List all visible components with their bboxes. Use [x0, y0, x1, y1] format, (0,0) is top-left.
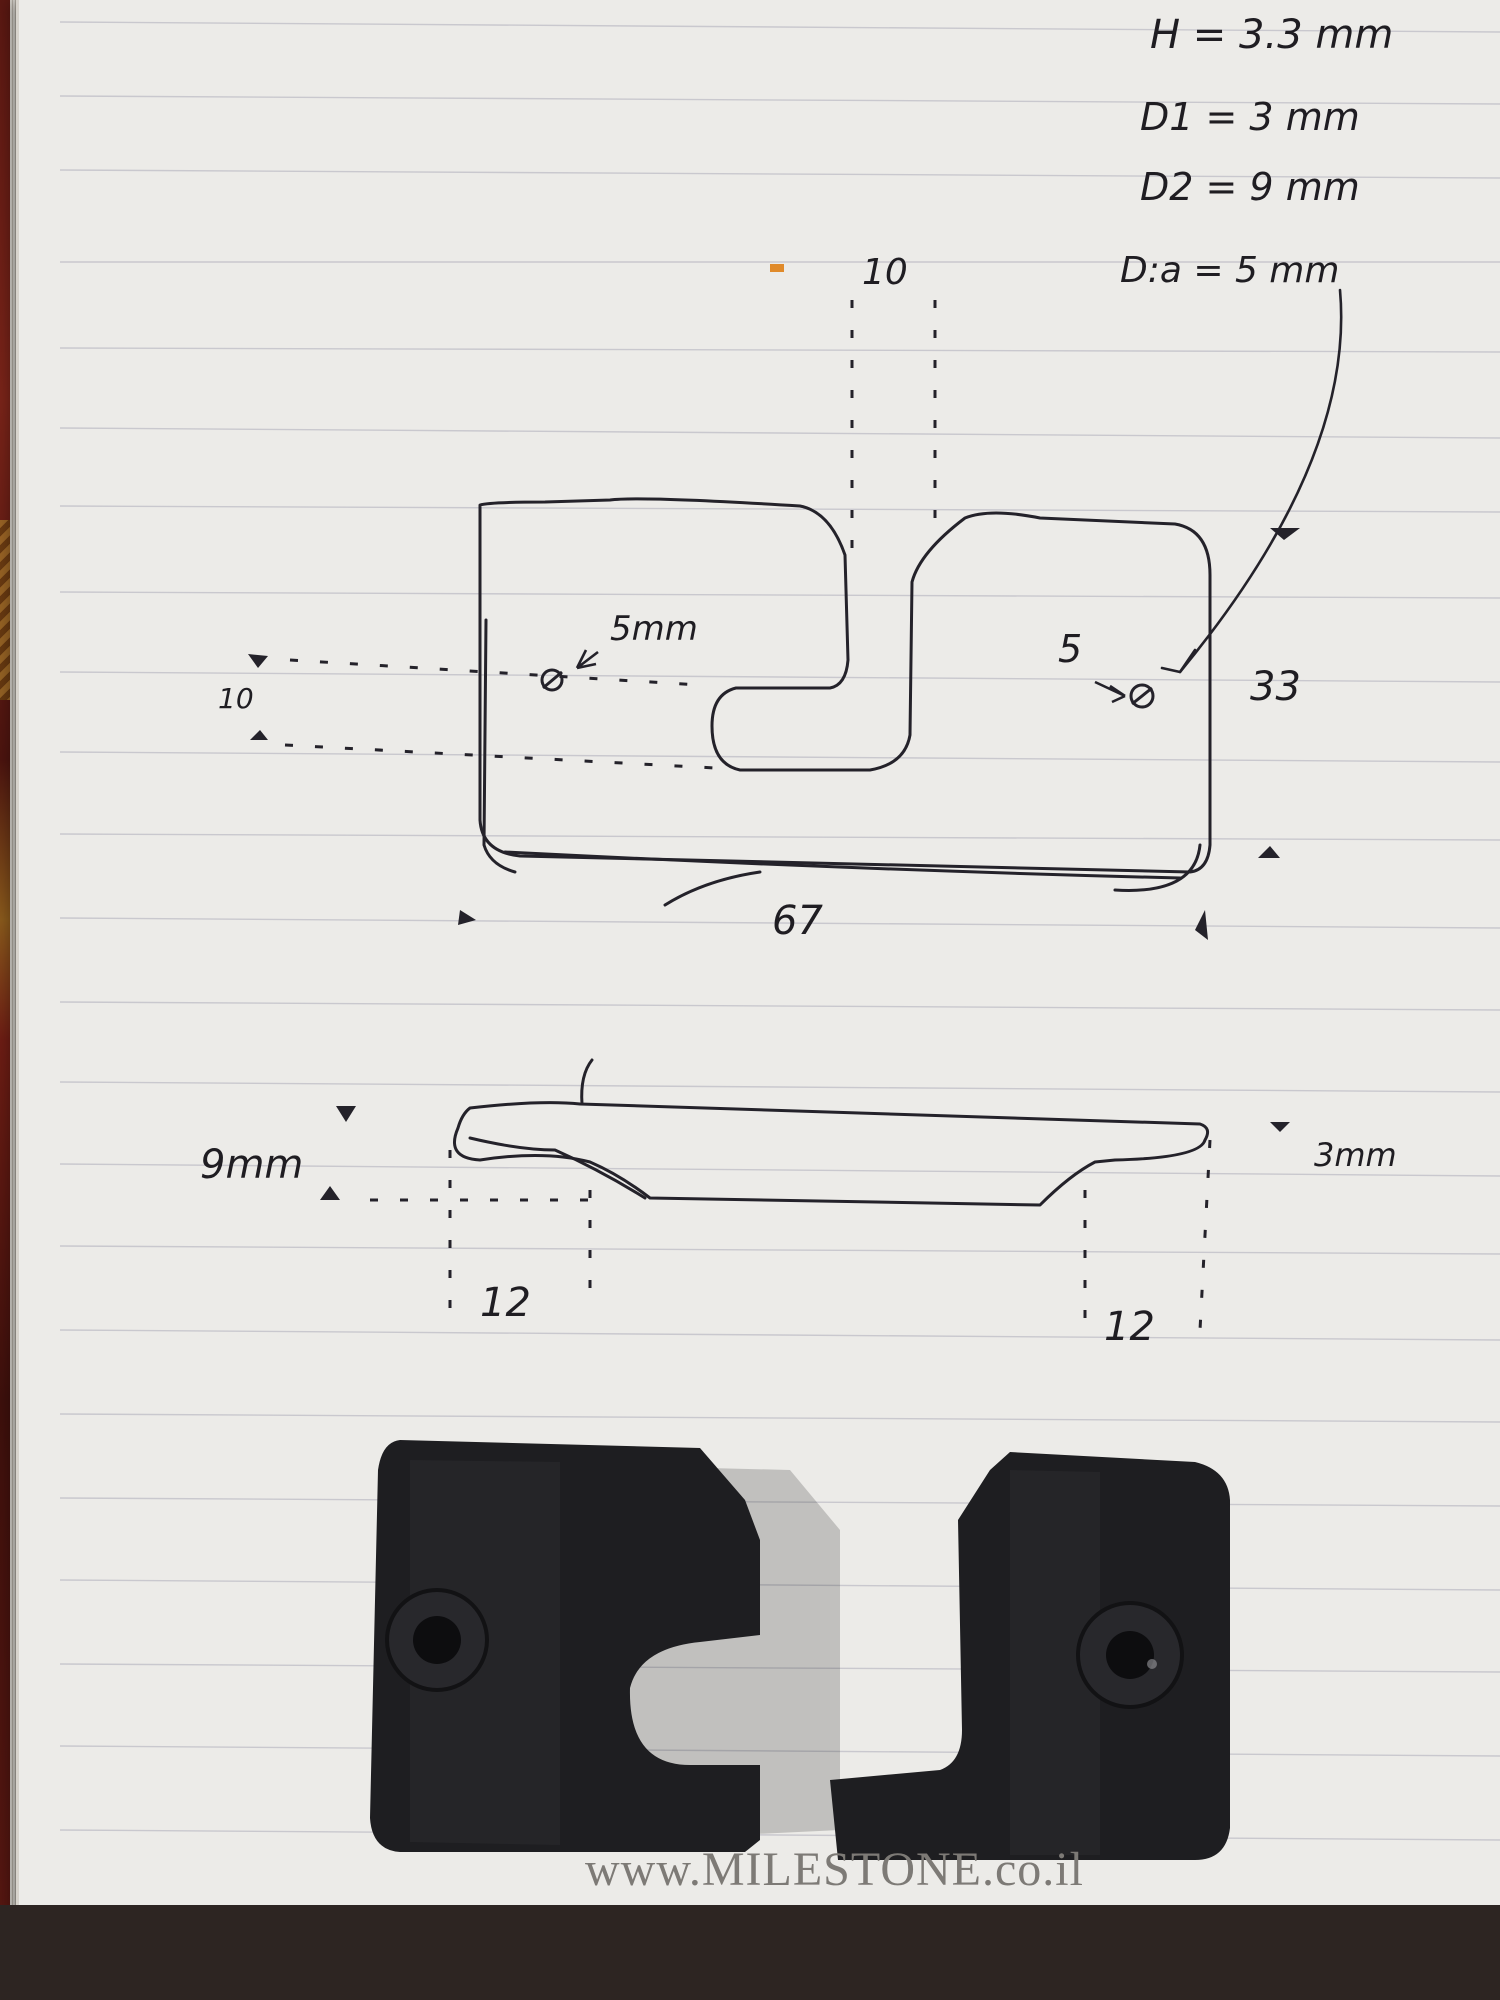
top-view-dashes	[284, 300, 937, 770]
side-view-dashes	[370, 1139, 1212, 1331]
dim-height: 33	[1250, 664, 1301, 710]
dim-slot-width: 10	[862, 252, 908, 293]
top-view-edge-right	[1113, 843, 1202, 892]
left-part-hole	[413, 1616, 461, 1664]
dim-step-right: 12	[1104, 1304, 1155, 1350]
side-view-outline	[453, 1101, 1210, 1207]
top-view-holes	[540, 649, 1155, 709]
spec-notes: H = 3.3 mm D1 = 3 mm D2 = 9 mm D:a = 5 m…	[1120, 12, 1393, 291]
side-view-notch	[580, 1058, 594, 1106]
spec-dia: D:a = 5 mm	[1120, 250, 1339, 291]
dim-left-hole: 5mm	[610, 609, 698, 649]
left-hole	[540, 668, 564, 692]
leader-arrow	[1160, 648, 1197, 674]
dimension-marks	[248, 528, 1300, 1200]
right-part-hole	[1106, 1631, 1154, 1679]
spec-d2: D2 = 9 mm	[1140, 165, 1360, 209]
top-view-labels: 10 5mm 5 33 10 67	[218, 252, 1301, 944]
dim-left-offset: 10	[218, 682, 254, 715]
top-view-edge-left	[482, 618, 517, 874]
top-view-outline	[478, 497, 1212, 874]
orange-mark	[770, 264, 784, 272]
side-view-inner	[468, 1136, 647, 1200]
table-shadow	[0, 1905, 1500, 2000]
dim-right-hole: 5	[1058, 627, 1082, 671]
top-view-sketch	[478, 288, 1343, 907]
dim-thickness-right: 3mm	[1314, 1136, 1397, 1174]
spec-h: H = 3.3 mm	[1150, 12, 1393, 58]
part-photo	[370, 1440, 1230, 1860]
right-hole	[1129, 683, 1155, 709]
side-view-sketch	[453, 1058, 1210, 1207]
right-hole-arrow	[1094, 680, 1126, 704]
top-view-curve	[663, 870, 762, 907]
leader-arc	[1178, 288, 1343, 674]
left-hole-arrow	[575, 649, 599, 670]
dim-thickness-left: 9mm	[200, 1142, 303, 1188]
ruled-lines	[59, 21, 1500, 1841]
spec-d1: D1 = 3 mm	[1140, 95, 1360, 139]
top-view-edge-bottom	[503, 850, 1182, 880]
side-view-labels: 9mm 3mm 12 12	[200, 1136, 1397, 1350]
watermark-text: www.MILESTONE.co.il	[585, 1843, 1084, 1896]
dim-length: 67	[772, 898, 823, 944]
dim-step-left: 12	[480, 1280, 531, 1326]
